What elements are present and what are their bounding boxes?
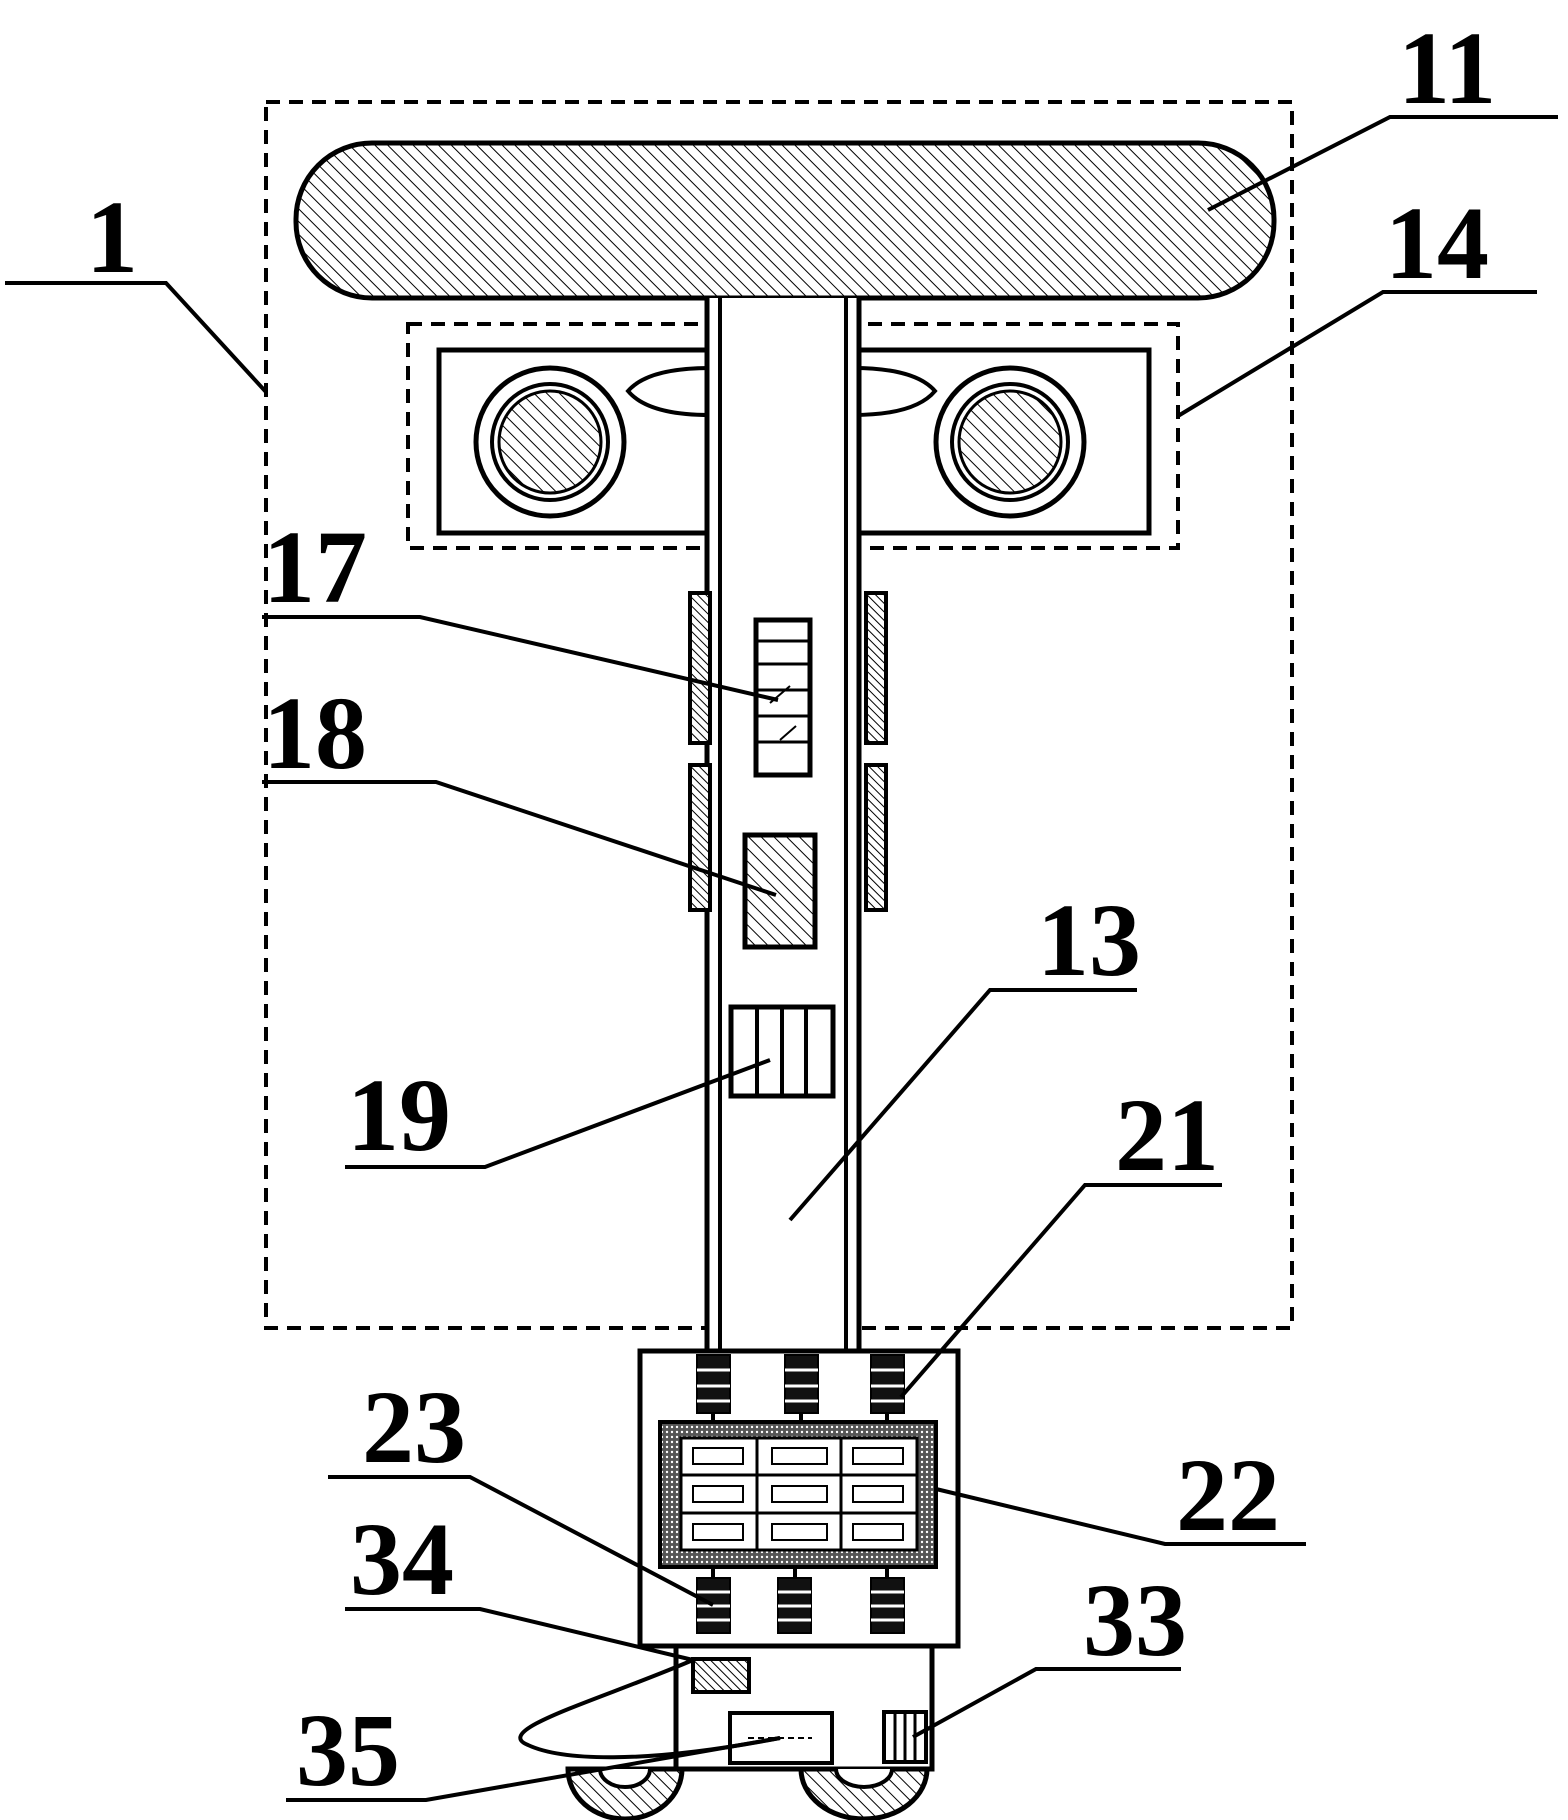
- lower-spring-middle: [777, 1567, 812, 1634]
- part-22-cell-pack: [658, 1420, 938, 1569]
- label-35: 35: [296, 1693, 400, 1808]
- leader-11: [1207, 115, 1558, 212]
- right-upper-clamp: [864, 591, 888, 745]
- part-35-compartment: [728, 1711, 834, 1765]
- upper-spring-right: [870, 1354, 905, 1422]
- right-lower-clamp: [864, 763, 888, 912]
- leader-35: [286, 1736, 781, 1802]
- upper-spring-left: [696, 1354, 731, 1422]
- leader-1: [5, 281, 268, 394]
- label-23: 23: [362, 1370, 466, 1485]
- leader-18: [262, 780, 777, 897]
- left-wheel: [565, 1766, 685, 1820]
- label-19: 19: [347, 1058, 451, 1173]
- label-1: 1: [86, 180, 138, 295]
- leader-17: [262, 615, 779, 702]
- right-roller: [933, 365, 1087, 519]
- label-18: 18: [263, 676, 367, 791]
- part-33-connector: [882, 1710, 928, 1764]
- leader-14: [1176, 290, 1537, 418]
- label-22: 22: [1176, 1438, 1280, 1553]
- lower-spring-right: [870, 1567, 905, 1634]
- label-21: 21: [1115, 1078, 1219, 1193]
- leader-13: [788, 988, 1137, 1222]
- right-wheel: [798, 1766, 930, 1820]
- part-14-dashed-outline: [406, 322, 1180, 550]
- leader-33: [912, 1667, 1181, 1739]
- top-handle-bar: [293, 140, 1277, 301]
- leader-35-curve: [518, 1658, 781, 1760]
- left-roller: [473, 365, 627, 519]
- upper-spring-middle: [784, 1354, 819, 1422]
- label-11: 11: [1398, 11, 1496, 126]
- part-34-sensor: [691, 1657, 751, 1694]
- part-19-grille: [728, 1004, 836, 1099]
- left-lower-clamp: [688, 763, 712, 912]
- label-33: 33: [1083, 1563, 1187, 1678]
- leader-19: [345, 1058, 771, 1169]
- leader-23: [328, 1475, 714, 1607]
- label-14: 14: [1385, 186, 1489, 301]
- leader-22: [935, 1487, 1306, 1546]
- vertical-column: [704, 298, 862, 1351]
- leader-21: [899, 1183, 1222, 1399]
- lower-spring-left: [696, 1567, 731, 1634]
- label-17: 17: [263, 510, 367, 625]
- left-upper-clamp: [688, 591, 712, 745]
- leader-34: [345, 1607, 694, 1662]
- part-18-block: [742, 832, 818, 950]
- label-34: 34: [350, 1502, 454, 1617]
- label-13: 13: [1037, 883, 1141, 998]
